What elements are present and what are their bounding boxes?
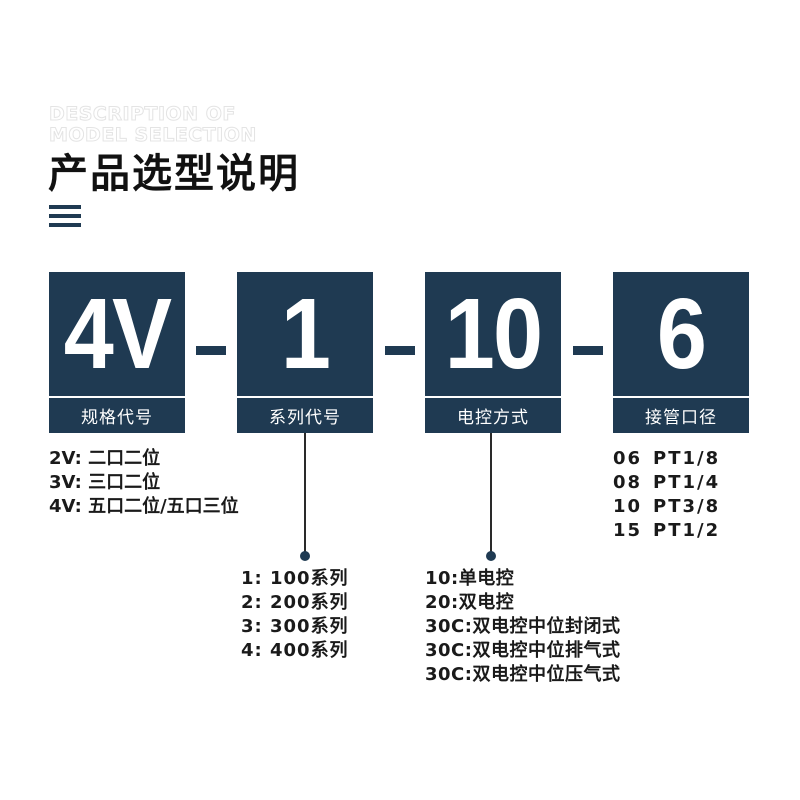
page-title: 产品选型说明 [48,151,300,197]
list-item: 4V: 五口二位/五口三位 [49,496,239,517]
connector-line [304,433,306,554]
hamburger-menu-icon [49,205,81,227]
port-size: PT3/8 [653,496,721,517]
list-item: 30C:双电控中位封闭式 [425,616,621,637]
segment-port: 6 接管口径 [613,272,749,433]
port-size: PT1/4 [653,472,721,493]
segment-series-code: 1 [280,278,331,390]
list-item: 30C:双电控中位压气式 [425,664,621,685]
segment-port-caption: 接管口径 [613,396,749,433]
subtitle-line-2: MODEL SELECTION [49,124,257,146]
segment-spec-code: 4V [63,278,172,390]
port-size: PT1/8 [653,448,721,469]
control-options-list: 10:单电控 20:双电控 30C:双电控中位封闭式 30C:双电控中位排气式 … [425,567,620,687]
port-options-list: 06 PT1/8 08 PT1/4 10 PT3/8 15 PT1/2 [613,447,720,543]
list-item: 20:双电控 [425,592,515,613]
list-item: 3V: 三口二位 [49,472,161,493]
list-item: 08 PT1/4 [613,471,720,495]
separator-dash [385,346,415,355]
list-item: 10 PT3/8 [613,495,720,519]
list-item: 2: 200系列 [241,592,349,613]
list-item: 2V: 二口二位 [49,448,161,469]
list-item: 10:单电控 [425,568,515,589]
segment-spec-caption: 规格代号 [49,396,185,433]
list-item: 3: 300系列 [241,616,349,637]
list-item: 06 PT1/8 [613,447,720,471]
connector-dot [486,551,496,561]
segment-series-caption: 系列代号 [237,396,373,433]
connector-dot [300,551,310,561]
segment-control: 10 电控方式 [425,272,561,433]
list-item: 4: 400系列 [241,640,349,661]
series-options-list: 1: 100系列 2: 200系列 3: 300系列 4: 400系列 [241,567,349,663]
spec-options-list: 2V: 二口二位 3V: 三口二位 4V: 五口二位/五口三位 [49,447,239,519]
connector-line [490,433,492,554]
port-code: 06 [613,448,643,469]
port-size: PT1/2 [653,520,721,541]
port-code: 10 [613,496,643,517]
list-item: 30C:双电控中位排气式 [425,640,621,661]
segment-port-code: 6 [656,278,707,390]
segment-control-code: 10 [444,278,543,390]
list-item: 15 PT1/2 [613,519,720,543]
segment-series: 1 系列代号 [237,272,373,433]
segment-control-caption: 电控方式 [425,396,561,433]
segment-spec: 4V 规格代号 [49,272,185,433]
subtitle-line-1: DESCRIPTION OF [49,103,236,125]
separator-dash [573,346,603,355]
separator-dash [196,346,226,355]
port-code: 08 [613,472,643,493]
port-code: 15 [613,520,643,541]
subtitle-english: DESCRIPTION OF MODEL SELECTION [49,103,349,146]
list-item: 1: 100系列 [241,568,349,589]
